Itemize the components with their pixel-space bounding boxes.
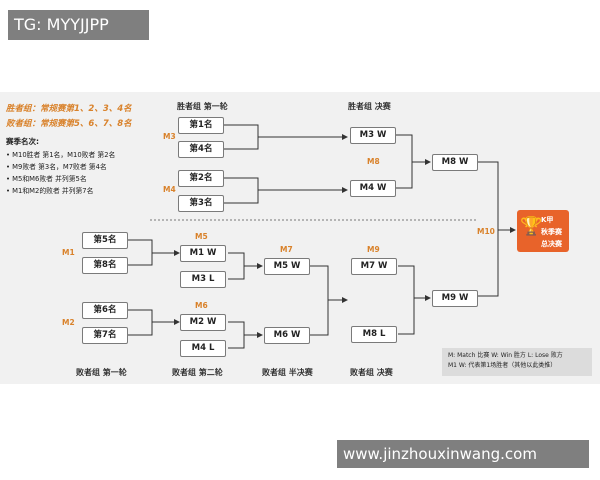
line-m7 — [310, 265, 329, 336]
m1-winner-box: M1 W — [180, 245, 226, 262]
line-m9 — [398, 265, 415, 335]
line-m4 — [224, 177, 259, 204]
match-tag-m8: M8 — [367, 157, 380, 166]
watermark-top: TG: MYYJJPP — [8, 10, 149, 40]
m4-winner-box: M4 W — [350, 180, 396, 197]
rule-item: • M9败者 第3名，M7败者 第4名 — [6, 163, 107, 171]
match-tag-m1: M1 — [62, 248, 75, 257]
line-m10-top — [478, 161, 499, 297]
col-losers-r1: 败者组 第一轮 — [76, 368, 127, 377]
arrow-m4 — [342, 187, 348, 193]
match-tag-m10: M10 — [477, 227, 495, 236]
seed-2-box: 第2名 — [178, 170, 224, 187]
col-winners-final: 胜者组 决赛 — [348, 102, 391, 111]
m7-winner-box: M7 W — [351, 258, 397, 275]
losers-group-note: 败者组：常规赛第5、6、7、8名 — [6, 119, 132, 129]
arrow-m8 — [425, 159, 431, 165]
line-m6 — [228, 321, 245, 349]
grand-final-trophy: 🏆 K甲 秋季赛 总决赛 — [517, 210, 569, 252]
arrow-m5 — [257, 263, 263, 269]
rule-item: • M10胜者 第1名，M10败者 第2名 — [6, 151, 116, 159]
arrow-m10 — [510, 227, 516, 233]
legend-line2: M1 W: 代表第1场胜者（其他以此类推） — [448, 362, 557, 369]
seed-6-box: 第6名 — [82, 302, 128, 319]
line-m3 — [224, 124, 259, 150]
rule-item: • M5和M6败者 并列第5名 — [6, 175, 87, 183]
arrow-m2 — [174, 319, 180, 325]
m3-winner-box: M3 W — [350, 127, 396, 144]
rules-title: 赛季名次: — [6, 137, 39, 146]
line-m5 — [228, 252, 245, 280]
m2-winner-box: M2 W — [180, 314, 226, 331]
seed-1-box: 第1名 — [178, 117, 224, 134]
trophy-icon: 🏆 — [520, 216, 543, 237]
watermark-bottom: www.jinzhouxinwang.com — [337, 440, 589, 468]
legend-line1: M: Match 比赛 W: Win 胜方 L: Lose 败方 — [448, 352, 563, 359]
seed-4-box: 第4名 — [178, 141, 224, 158]
match-tag-m6: M6 — [195, 301, 208, 310]
arrow-m3 — [342, 134, 348, 140]
legend-box: M: Match 比赛 W: Win 胜方 L: Lose 败方 M1 W: 代… — [442, 348, 592, 376]
arrow-m1 — [174, 250, 180, 256]
match-tag-m7: M7 — [280, 245, 293, 254]
line-m8 — [396, 134, 413, 189]
m5-winner-box: M5 W — [264, 258, 310, 275]
match-tag-m9: M9 — [367, 245, 380, 254]
seed-5-box: 第5名 — [82, 232, 128, 249]
match-tag-m5: M5 — [195, 232, 208, 241]
seed-3-box: 第3名 — [178, 195, 224, 212]
col-losers-semi: 败者组 半决赛 — [262, 368, 313, 377]
m8-loser-box: M8 L — [351, 326, 397, 343]
winners-group-note: 胜者组：常规赛第1、2、3、4名 — [6, 104, 132, 114]
trophy-line3: 总决赛 — [541, 240, 562, 248]
arrow-m9 — [425, 295, 431, 301]
trophy-line1: K甲 — [541, 216, 554, 224]
match-tag-m3: M3 — [163, 132, 176, 141]
m8-winner-box: M8 W — [432, 154, 478, 171]
col-losers-r2: 败者组 第二轮 — [172, 368, 223, 377]
match-tag-m4: M4 — [163, 185, 176, 194]
line-m1 — [128, 239, 153, 266]
m3-loser-box: M3 L — [180, 271, 226, 288]
m6-winner-box: M6 W — [264, 327, 310, 344]
m4-loser-box: M4 L — [180, 340, 226, 357]
seed-8-box: 第8名 — [82, 257, 128, 274]
match-tag-m2: M2 — [62, 318, 75, 327]
arrow-m7 — [342, 297, 348, 303]
arrow-m6 — [257, 332, 263, 338]
col-losers-final: 败者组 决赛 — [350, 368, 393, 377]
rule-item: • M1和M2的败者 并列第7名 — [6, 187, 94, 195]
trophy-line2: 秋季赛 — [541, 228, 562, 236]
m9-winner-box: M9 W — [432, 290, 478, 307]
seed-7-box: 第7名 — [82, 327, 128, 344]
line-m2 — [128, 309, 153, 336]
col-winners-r1: 胜者组 第一轮 — [177, 102, 228, 111]
